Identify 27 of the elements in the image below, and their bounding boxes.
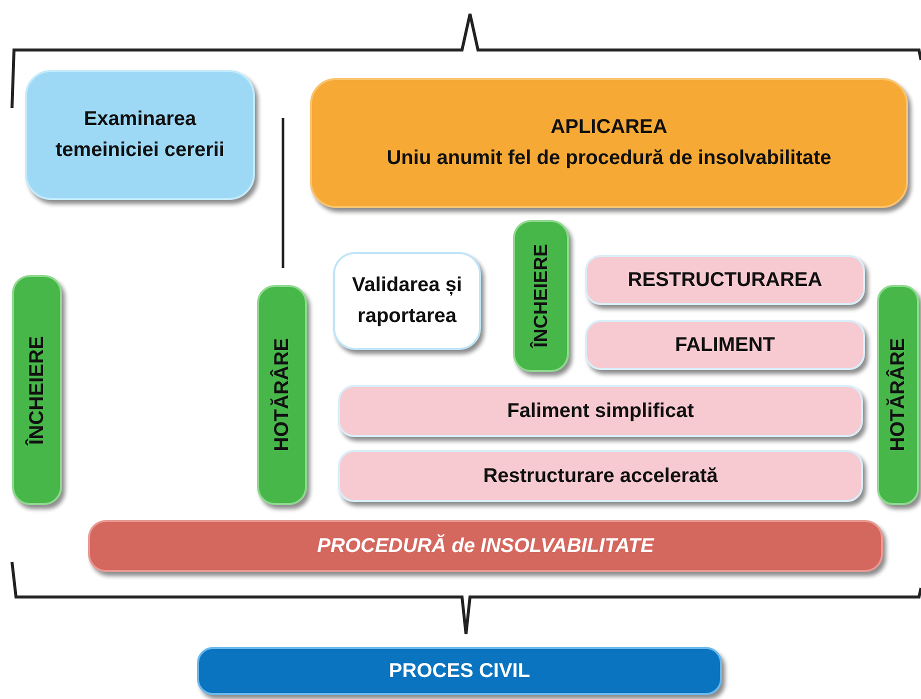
box-text: HOTĂRÂRE (887, 338, 909, 452)
vertical-label-box (12, 275, 62, 505)
rounded-box (338, 385, 863, 437)
box-text: PROCEDURĂ de INSOLVABILITATE (317, 534, 654, 556)
box-text: APLICAREA (550, 116, 668, 138)
box-text: ÎNCHEIERE (26, 336, 48, 444)
box-text: HOTĂRÂRE (271, 338, 293, 452)
box-text: FALIMENT (675, 334, 775, 356)
vertical-label-box (513, 220, 569, 372)
box-text: ÎNCHEIERE (530, 244, 552, 348)
box-text: Validarea și raportarea (352, 274, 462, 327)
box-text: Faliment simplificat (507, 400, 694, 422)
rounded-box (197, 647, 722, 695)
vertical-label-box (877, 285, 919, 505)
box-text: PROCES CIVIL (388, 660, 530, 682)
box-text: Restructurare accelerată (483, 464, 718, 486)
rounded-box (88, 520, 883, 572)
rounded-box (310, 78, 908, 208)
vertical-label-box (257, 285, 307, 505)
rounded-box (585, 255, 865, 305)
box-text: Examinarea temeiniciei cererii (56, 108, 224, 161)
rounded-box (333, 252, 481, 350)
box-text: Uniu anumit fel de procedură de insolvabilitate (386, 147, 832, 169)
rounded-box (338, 450, 863, 502)
box-text: RESTRUCTURAREA (628, 268, 822, 290)
rounded-box (585, 320, 865, 370)
rounded-box (25, 70, 255, 200)
